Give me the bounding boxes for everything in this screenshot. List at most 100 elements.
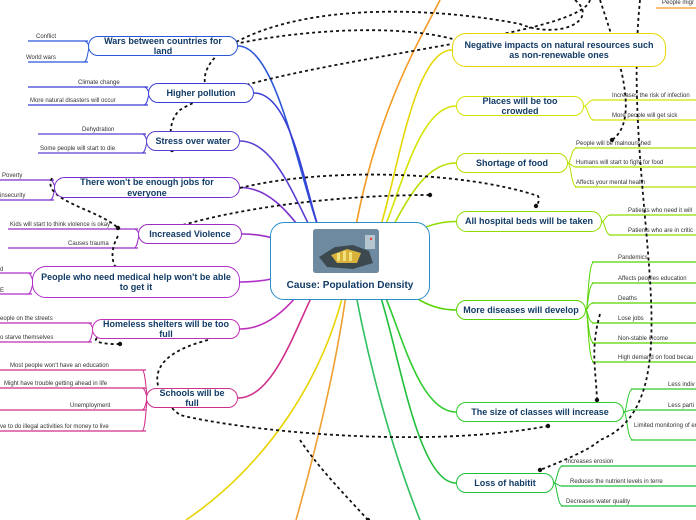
leaf-item[interactable]: Dehydration: [82, 127, 115, 133]
topic-food[interactable]: Shortage of food: [456, 153, 568, 173]
leaf-item[interactable]: World wars: [26, 55, 56, 61]
leaf-item[interactable]: Limited monitoring of engaging: [634, 423, 696, 429]
relationship-dashed-connector: [539, 0, 653, 471]
leaf-connector: [601, 221, 612, 236]
topic-label: People who need medical help won't be ab…: [41, 271, 231, 292]
leaf-item[interactable]: Less parti: [668, 403, 695, 409]
leaf-item[interactable]: High demand on food becau: [618, 355, 694, 361]
city-photo-icon: [313, 229, 379, 273]
topic-label: Stress over water: [155, 135, 231, 146]
leaf-item[interactable]: insecurity: [0, 193, 26, 199]
topic-violence[interactable]: Increased Violence: [138, 224, 242, 244]
leaf-connector: [585, 282, 595, 311]
topic-water[interactable]: Stress over water: [146, 131, 240, 151]
leaf-item[interactable]: People migr: [662, 0, 695, 6]
leaf-connector: [601, 214, 612, 222]
leaf-item[interactable]: Conflict: [36, 34, 57, 40]
topic-medical[interactable]: People who need medical help won't be ab…: [32, 266, 240, 298]
leaf-item[interactable]: More natural disasters will occur: [30, 98, 116, 104]
leaf-item[interactable]: Humans will start to fight for food: [576, 160, 664, 166]
topic-classes[interactable]: The size of classes will increase: [456, 402, 624, 422]
leaf-item[interactable]: ve to do illegal activities for money to…: [0, 424, 109, 430]
topic-label: Wars between countries for land: [104, 35, 222, 56]
topic-label: There won't be enough jobs for everyone: [80, 177, 214, 198]
topic-shelters[interactable]: Homeless shelters will be too full: [92, 319, 240, 339]
leaf-item[interactable]: Affects your mental health: [576, 180, 646, 186]
leaf-connector: [553, 465, 564, 484]
leaf-item[interactable]: Causes trauma: [68, 241, 109, 247]
leaf-connector: [623, 411, 634, 441]
leaf-connector: [553, 482, 564, 507]
relationship-dashed-connector: [159, 194, 431, 233]
leaf-item[interactable]: E: [0, 288, 5, 294]
arrowhead-icon: [537, 467, 543, 473]
leaf-item[interactable]: Might have trouble getting ahead in life: [4, 381, 108, 387]
leaf-item[interactable]: People will be malnourished: [576, 141, 651, 147]
leaf-item[interactable]: Decreases water quality: [566, 499, 631, 505]
leaf-item[interactable]: Increases the risk of infection: [612, 93, 690, 99]
leaf-item[interactable]: Reduces the nutrient levels in terre: [570, 479, 663, 485]
topic-label: More diseases will develop: [463, 304, 579, 315]
leaf-item[interactable]: Some people will start to die: [40, 146, 116, 152]
topic-crowded[interactable]: Places will be too crowded: [456, 96, 584, 116]
relationship-dashed-connector: [239, 173, 540, 207]
leaf-item[interactable]: Pandemics: [618, 255, 648, 261]
leaf-item[interactable]: o starve themselves: [0, 335, 54, 341]
topic-jobs[interactable]: There won't be enough jobs for everyone: [54, 177, 240, 198]
leaf-connector: [585, 309, 595, 363]
topic-negative[interactable]: Negative impacts on natural resources su…: [452, 33, 666, 67]
relationship-dashed-connector: [203, 0, 584, 89]
arrowhead-icon: [365, 517, 371, 520]
leaf-item[interactable]: Patients who are in critic: [628, 228, 694, 234]
topic-label: Higher pollution: [166, 87, 236, 98]
central-title: Cause: Population Density: [286, 280, 414, 291]
leaf-item[interactable]: Non-stable income: [618, 336, 669, 342]
branch-connector: [349, 261, 421, 520]
leaf-item[interactable]: Affects peoples education: [618, 276, 687, 282]
arrowhead-icon: [545, 423, 551, 429]
topic-schools[interactable]: Schools will be full: [146, 388, 238, 408]
central-topic[interactable]: Cause: Population Density: [270, 222, 430, 300]
topic-label: Increased Violence: [149, 228, 231, 239]
leaf-item[interactable]: d: [0, 267, 4, 273]
arrowhead-icon: [533, 203, 539, 209]
arrowhead-icon: [594, 397, 600, 403]
topic-label: The size of classes will increase: [471, 406, 609, 417]
leaf-connector: [623, 388, 634, 413]
leaf-item[interactable]: Kids will start to think violence is oka…: [10, 222, 111, 228]
topic-wars[interactable]: Wars between countries for land: [88, 36, 238, 56]
topic-label: Loss of habitit: [474, 477, 536, 488]
topic-pollution[interactable]: Higher pollution: [148, 83, 254, 103]
leaf-connector: [583, 99, 595, 107]
leaf-connector: [567, 147, 578, 164]
leaf-item[interactable]: Less indiv: [668, 382, 695, 388]
branch-connector: [349, 0, 441, 263]
topic-diseases[interactable]: More diseases will develop: [456, 300, 586, 320]
leaf-item[interactable]: Patients who need it will: [628, 208, 693, 214]
leaf-item[interactable]: Lose jobs: [618, 316, 644, 322]
leaf-item[interactable]: Most people won't have an education: [10, 363, 109, 369]
relationship-dashed-connector: [111, 235, 119, 269]
leaf-item[interactable]: Deaths: [618, 296, 638, 302]
topic-habitat[interactable]: Loss of habitit: [456, 473, 554, 493]
leaf-item[interactable]: Unemployment: [70, 403, 111, 409]
topic-beds[interactable]: All hospital beds will be taken: [456, 211, 602, 232]
relationship-dashed-connector: [95, 329, 139, 345]
relationship-dashed-connector: [593, 313, 601, 401]
leaf-item[interactable]: Increases erosion: [566, 459, 614, 465]
leaf-connector: [583, 105, 595, 121]
branch-connector: [185, 261, 351, 520]
topic-label: Schools will be full: [159, 387, 225, 408]
relationship-dashed-connector: [599, 0, 627, 141]
relationship-dashed-connector: [299, 439, 369, 520]
leaf-item[interactable]: eople on the streets: [0, 316, 53, 322]
arrowhead-icon: [609, 137, 615, 143]
topic-label: Negative impacts on natural resources su…: [464, 39, 654, 60]
leaf-item[interactable]: Poverty: [2, 173, 23, 179]
leaf-item[interactable]: More people will get sick: [612, 113, 678, 119]
topic-label: Homeless shelters will be too full: [102, 318, 230, 339]
topic-label: Shortage of food: [476, 157, 548, 168]
leaf-item[interactable]: Climate change: [78, 80, 120, 86]
arrowhead-icon: [115, 225, 121, 231]
arrowhead-icon: [117, 341, 123, 347]
